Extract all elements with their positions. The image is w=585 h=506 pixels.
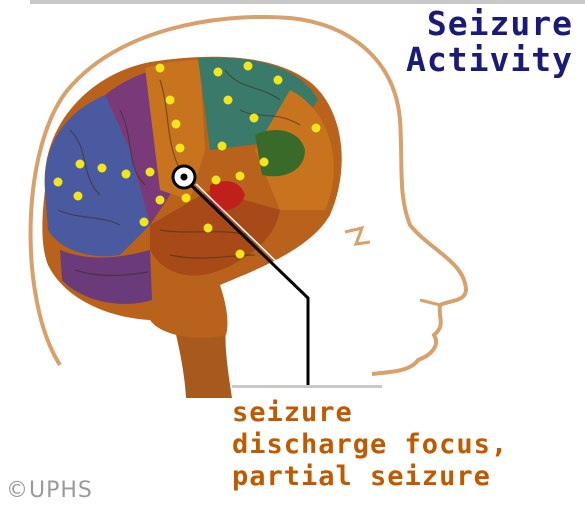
activity-dot [274, 76, 283, 85]
activity-dot [224, 96, 233, 105]
focus-caption: seizure discharge focus, partial seizure [232, 397, 508, 493]
title-line-1: Seizure [406, 6, 573, 42]
cerebellum [60, 250, 152, 304]
nose-line [420, 300, 440, 305]
activity-dot [74, 192, 83, 201]
copyright-notice: ©UPHS [6, 478, 93, 503]
caption-line-2: discharge focus, [232, 429, 508, 461]
activity-dot [156, 64, 165, 73]
activity-dot [182, 194, 191, 203]
activity-dot [218, 142, 227, 151]
activity-dot [146, 168, 155, 177]
activity-dot [260, 158, 269, 167]
activity-dot [122, 170, 131, 179]
activity-dot [204, 224, 213, 233]
diagram-title: Seizure Activity [406, 6, 573, 78]
activity-dot [250, 114, 259, 123]
activity-dot [166, 96, 175, 105]
seizure-focus-center [181, 174, 188, 181]
caption-line-1: seizure [232, 397, 508, 429]
caption-rule [232, 385, 382, 388]
activity-dot [98, 164, 107, 173]
activity-dot [212, 176, 221, 185]
activity-dot [312, 124, 321, 133]
activity-dot [156, 196, 165, 205]
activity-dot [236, 250, 245, 259]
activity-dot [140, 218, 149, 227]
activity-dot [172, 120, 181, 129]
title-line-2: Activity [406, 42, 573, 78]
ear-mark [345, 228, 370, 244]
caption-line-3: partial seizure [232, 461, 508, 493]
activity-dot [244, 62, 253, 71]
activity-dot [54, 178, 63, 187]
activity-dot [176, 144, 185, 153]
activity-dot [236, 172, 245, 181]
activity-dot [76, 160, 85, 169]
activity-dot [214, 68, 223, 77]
